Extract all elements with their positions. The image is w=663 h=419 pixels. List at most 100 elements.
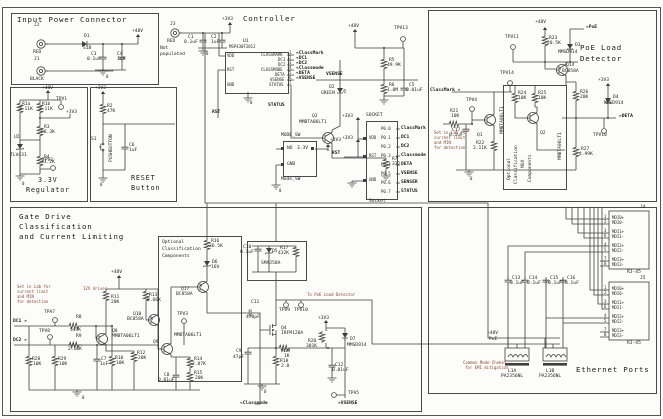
controller-label-76: DC2	[401, 144, 410, 149]
gate-drive-label-75: MMSD914	[347, 343, 367, 348]
controller-label-13: RST	[227, 67, 235, 72]
gate-drive-label-82: 0	[82, 395, 85, 400]
circle-glyph	[95, 325, 97, 327]
poe-detector-label-1: Detector	[580, 54, 622, 63]
use-glyph	[341, 330, 349, 342]
use-glyph	[379, 97, 389, 105]
gate-drive-label-9: for detection	[17, 299, 49, 304]
input-power-label-5: D1	[84, 34, 90, 39]
use-glyph	[52, 317, 58, 323]
gate-drive-label-18: DC1 »	[13, 319, 27, 324]
ethernet-label-39: 3	[604, 299, 607, 304]
controller-label-59: Socket	[369, 199, 386, 204]
gate-drive-label-14: R13	[149, 293, 158, 298]
controller-label-27: 6	[289, 75, 292, 80]
controller-label-3: Not	[160, 46, 169, 51]
reset-label-3: R2	[107, 104, 113, 109]
path-glyph	[443, 50, 514, 170]
ethernet-label-19: J5	[640, 276, 646, 281]
gate-drive-label-37: 20K	[138, 356, 147, 361]
gate-drive-label-71: 1K	[284, 354, 290, 359]
path-glyph	[456, 92, 576, 171]
ethernet-label-41: 4	[604, 313, 607, 318]
ethernet-label-37: 1	[604, 285, 607, 290]
gate-drive-label-29: 10K	[59, 362, 68, 367]
controller-label-64: RST	[369, 153, 377, 158]
use-glyph	[352, 28, 358, 37]
ethernet-label-29: MDI0+	[612, 215, 625, 220]
controller-label-73: P0.7	[381, 189, 391, 194]
use-glyph	[72, 389, 82, 397]
controller-label-10: U1	[243, 39, 249, 44]
controller-label-19: DETA	[275, 72, 285, 77]
poe-detector-label-17: current limit	[434, 135, 466, 140]
poe-detector-label-4: 20.5K	[547, 41, 561, 46]
gate-drive-label-69: 2.0	[281, 364, 290, 369]
use-glyph	[490, 139, 498, 153]
poe-detector-label-12: ClassMark »	[430, 88, 461, 93]
poe-detector-label-21: 0.1uF	[449, 133, 463, 138]
use-glyph	[605, 82, 611, 91]
gate-drive-label-42: R15	[194, 371, 203, 376]
gate-drive-label-57: R17	[280, 246, 289, 251]
use-glyph	[227, 21, 233, 30]
poe-detector-label-34: Q2	[540, 131, 546, 136]
gate-drive-label-3: Optional	[162, 240, 185, 245]
circle-glyph	[544, 61, 546, 63]
poe-detector-label-31: 10K	[518, 96, 527, 101]
controller-label-35: VSENSE	[326, 72, 343, 77]
controller-label-22: 1	[289, 50, 292, 55]
controller-label-6: 0.1uF	[184, 40, 198, 45]
use-glyph	[100, 90, 106, 99]
regulator-label-7: TPV1	[56, 97, 68, 102]
regulator-label-13: R4	[44, 155, 50, 160]
use-glyph	[244, 348, 252, 358]
use-glyph	[483, 111, 496, 129]
controller-label-57: +3V3	[330, 138, 342, 143]
regulator-label-6: 2.11K	[39, 107, 53, 112]
controller-label-28: 7	[289, 80, 292, 85]
ethernet-label-11: C14	[529, 276, 538, 281]
use-glyph	[510, 44, 516, 50]
gate-drive-label-47: 36.5K	[209, 244, 223, 249]
gate-drive-label-79: TPA5	[348, 391, 360, 396]
ethernet-label-12: 0.1uF	[527, 281, 541, 286]
ethernet-label-48: MDI1-	[612, 305, 625, 310]
poe-detector-label-40: MMSD914	[604, 101, 624, 106]
ethernet-label-21: 1	[604, 214, 607, 219]
controller-label-25: 4	[289, 65, 292, 70]
controller-label-72: P0.6	[381, 180, 391, 185]
controller-label-45: 1.0M	[387, 88, 399, 93]
rect-glyph	[281, 163, 284, 166]
block-reset-box	[90, 87, 177, 202]
use-glyph	[135, 33, 141, 42]
ethernet-label-46: MDI0-	[612, 291, 625, 296]
path-glyph	[325, 327, 346, 398]
gate-drive-label-19: DC2 »	[13, 338, 27, 343]
poe-detector-label-42: TPV10	[593, 133, 607, 138]
poe-detector-label-44: 4.99K	[579, 152, 593, 157]
use-glyph	[380, 57, 388, 71]
input-power-label-11: +48V	[132, 29, 144, 34]
reset-label-7: C6	[129, 143, 135, 148]
gate-drive-label-43: 20K	[195, 376, 204, 381]
mode-switch	[283, 141, 317, 177]
path-glyph	[252, 203, 302, 322]
tvs-clamp-box	[247, 241, 307, 281]
use-glyph	[147, 311, 160, 329]
optional-classification-box	[158, 236, 242, 382]
use-glyph	[531, 91, 539, 105]
wires-controller	[180, 29, 418, 193]
reset-label-4: 47K	[107, 109, 116, 114]
path-glyph	[287, 54, 322, 139]
controller-label-11: MSP430F2012	[229, 44, 256, 49]
controller-label-51: 332	[392, 162, 401, 167]
poe-detector-label-6: MMSD914	[558, 50, 578, 55]
controller-label-39: GREEN	[321, 91, 335, 96]
controller-label-12: VDD	[227, 53, 235, 58]
reset-label-1: Button	[131, 184, 161, 192]
use-glyph	[464, 169, 474, 177]
gate-drive-label-45: 0.01uF	[158, 378, 175, 383]
ethernet-label-43: 7	[604, 327, 607, 332]
